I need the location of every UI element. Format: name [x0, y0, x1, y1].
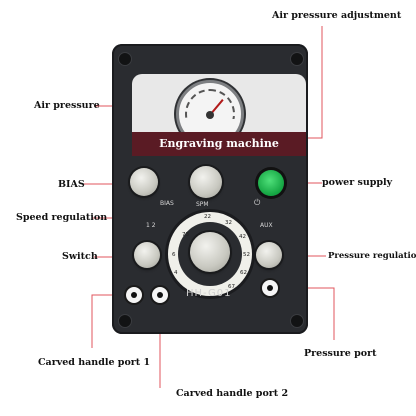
- model-label: HH-G01: [186, 288, 232, 299]
- dial-tick: 67: [228, 284, 235, 290]
- bias-knob[interactable]: [130, 168, 158, 196]
- dial-tick: 4: [174, 270, 178, 276]
- dial-tick: 73: [182, 232, 189, 238]
- callout-power-supply: power supply: [322, 177, 393, 188]
- power-icon: ⏻: [254, 198, 261, 207]
- switch-marks: 1 2: [146, 222, 156, 229]
- power-button[interactable]: [258, 170, 284, 196]
- callout-switch: Switch: [62, 251, 98, 262]
- pressure-regulation-knob[interactable]: [256, 242, 282, 268]
- dial-tick: 62: [240, 270, 247, 276]
- callout-speed-regulation: Speed regulation: [16, 212, 108, 223]
- callout-pressure-port: Pressure port: [304, 348, 377, 359]
- panel-title: Engraving machine: [132, 132, 306, 156]
- speed-knob[interactable]: [190, 232, 230, 272]
- spm-label: SPM: [196, 201, 209, 208]
- screw-bottom-right: [290, 314, 304, 328]
- callout-air-pressure: Air pressure: [34, 100, 100, 111]
- callout-bias: BIAS: [58, 179, 85, 190]
- bias-label: BIAS: [160, 200, 174, 207]
- carved-handle-port-2[interactable]: [152, 287, 168, 303]
- dial-tick: 22: [204, 214, 211, 220]
- callout-air-pressure-adjustment: Air pressure adjustment: [272, 10, 402, 21]
- screw-top-left: [118, 52, 132, 66]
- aux-label: AUX: [260, 222, 273, 229]
- gauge-hub: [206, 111, 214, 119]
- switch-knob[interactable]: [134, 242, 160, 268]
- pressure-port[interactable]: [262, 280, 278, 296]
- carved-handle-port-1[interactable]: [126, 287, 142, 303]
- dial-tick: 32: [225, 220, 232, 226]
- callout-carved-handle-port-2: Carved handle port 2: [176, 388, 289, 399]
- screw-top-right: [290, 52, 304, 66]
- dial-tick: 6: [172, 252, 176, 258]
- dial-tick: 42: [239, 234, 246, 240]
- dial-tick: 52: [243, 252, 250, 258]
- callout-pressure-regulation: Pressure regulation: [328, 251, 416, 261]
- spm-knob[interactable]: [190, 166, 222, 198]
- callout-carved-handle-port-1: Carved handle port 1: [38, 357, 151, 368]
- screw-bottom-left: [118, 314, 132, 328]
